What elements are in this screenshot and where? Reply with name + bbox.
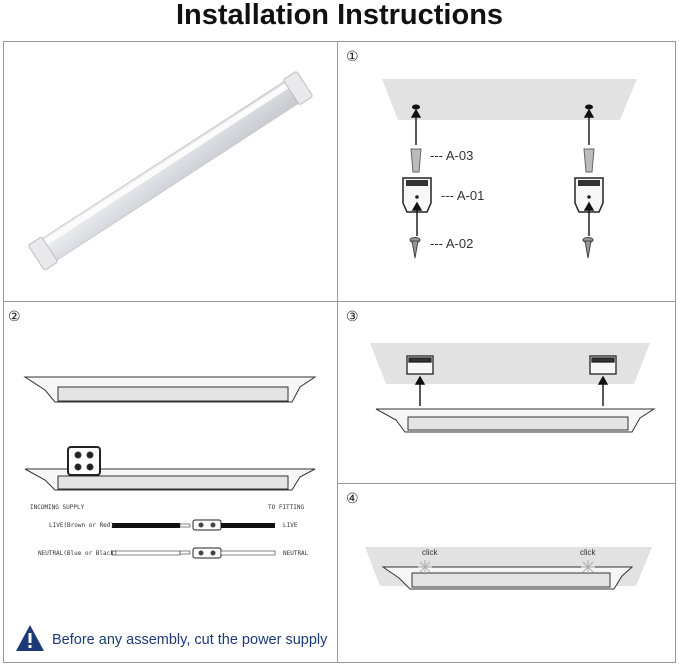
light-fixture-wiring-view xyxy=(24,446,316,491)
led-batten-light xyxy=(28,71,313,271)
warning-text: Before any assembly, cut the power suppl… xyxy=(52,632,328,648)
light-fixture-side-view xyxy=(375,408,656,433)
click-burst-icon xyxy=(418,560,595,575)
screw-icon xyxy=(409,237,594,259)
step-4-number: ④ xyxy=(346,490,359,506)
page-title: Installation Instructions xyxy=(175,0,504,31)
mounting-bracket-icon xyxy=(402,177,604,213)
step-1-number: ① xyxy=(346,48,359,64)
label-a02: --- A-02 xyxy=(430,236,474,251)
grid-divider-vertical xyxy=(337,41,338,663)
wall-anchor-icon xyxy=(410,148,595,173)
step-2-number: ② xyxy=(8,308,21,324)
incoming-supply-label: INCOMING SUPPLY xyxy=(30,504,85,511)
neutral-wire-diagram xyxy=(111,547,276,559)
live-left-label: LIVE(Brown or Red) xyxy=(49,522,115,529)
warning-icon xyxy=(16,625,44,651)
neutral-right-label: NEUTRAL xyxy=(283,550,309,557)
instruction-grid xyxy=(3,41,676,663)
label-a01: --- A-01 xyxy=(441,188,485,203)
drill-hole-icon xyxy=(412,104,420,110)
live-wire-diagram xyxy=(112,519,275,531)
ceiling-surface xyxy=(382,79,637,120)
mounting-bracket-icon xyxy=(406,355,617,375)
click-label-left: click xyxy=(422,548,438,557)
drill-hole-icon xyxy=(585,104,593,110)
live-right-label: LIVE xyxy=(283,522,298,529)
grid-divider-horizontal xyxy=(3,301,676,302)
click-label-right: click xyxy=(580,548,596,557)
warning-notice: Before any assembly, cut the power suppl… xyxy=(14,623,344,655)
to-fitting-label: TO FITTING xyxy=(268,504,305,511)
light-fixture-mounted xyxy=(381,566,634,590)
neutral-left-label: NEUTRAL(Blue or Black) xyxy=(38,550,118,557)
label-a03: --- A-03 xyxy=(430,148,474,163)
light-fixture-side-view xyxy=(23,376,317,403)
grid-divider-right xyxy=(337,483,676,484)
ceiling-surface xyxy=(370,343,650,384)
step-3-number: ③ xyxy=(346,308,359,324)
